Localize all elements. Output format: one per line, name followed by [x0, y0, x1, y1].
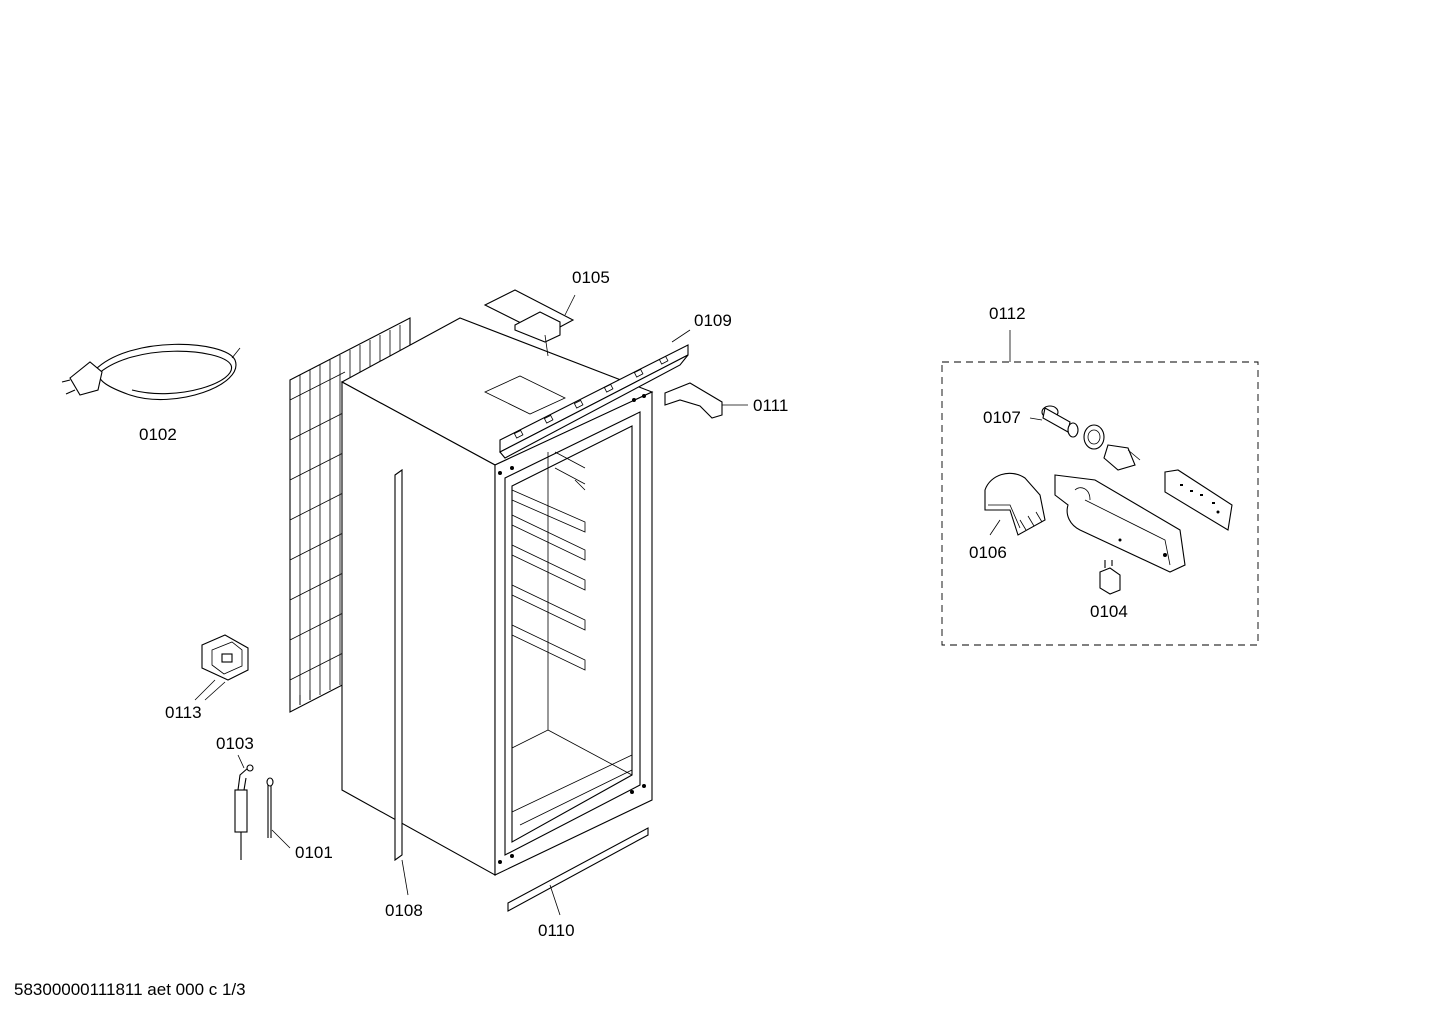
part-0112-lamp-kit — [941, 330, 1259, 646]
part-0101-probe — [266, 777, 291, 849]
part-0103-sensor — [234, 754, 254, 860]
label-0105: 0105 — [572, 268, 610, 287]
part-0108-strip — [394, 468, 409, 896]
drawing-number: 58300000111811 aet 000 c 1/3 — [14, 980, 246, 999]
part-0110-strip — [507, 827, 649, 916]
part-0105-bracket — [483, 289, 576, 357]
label-0103: 0103 — [216, 734, 254, 753]
part-0109-rail — [499, 329, 691, 459]
label-0101: 0101 — [295, 843, 333, 862]
part-0107-bulb — [1029, 405, 1141, 471]
label-0110: 0110 — [538, 921, 575, 940]
part-0113-relay — [194, 634, 249, 701]
label-0111: 0111 — [753, 396, 788, 415]
cabinet-body — [340, 317, 654, 876]
label-0102: 0102 — [139, 425, 177, 444]
label-0104: 0104 — [1090, 602, 1128, 621]
label-0109: 0109 — [694, 311, 732, 330]
label-0106: 0106 — [969, 543, 1007, 562]
label-0113: 0113 — [165, 703, 202, 722]
part-0106-diffuser — [984, 472, 1046, 536]
part-0104-connector — [1099, 560, 1121, 595]
part-0111-hinge — [664, 382, 748, 419]
control-panel-board — [1164, 469, 1233, 531]
label-0108: 0108 — [385, 901, 423, 920]
lamp-housing — [1054, 474, 1186, 573]
label-0107: 0107 — [983, 408, 1021, 427]
part-0102-power-cord — [61, 343, 241, 401]
label-0112: 0112 — [989, 304, 1026, 323]
